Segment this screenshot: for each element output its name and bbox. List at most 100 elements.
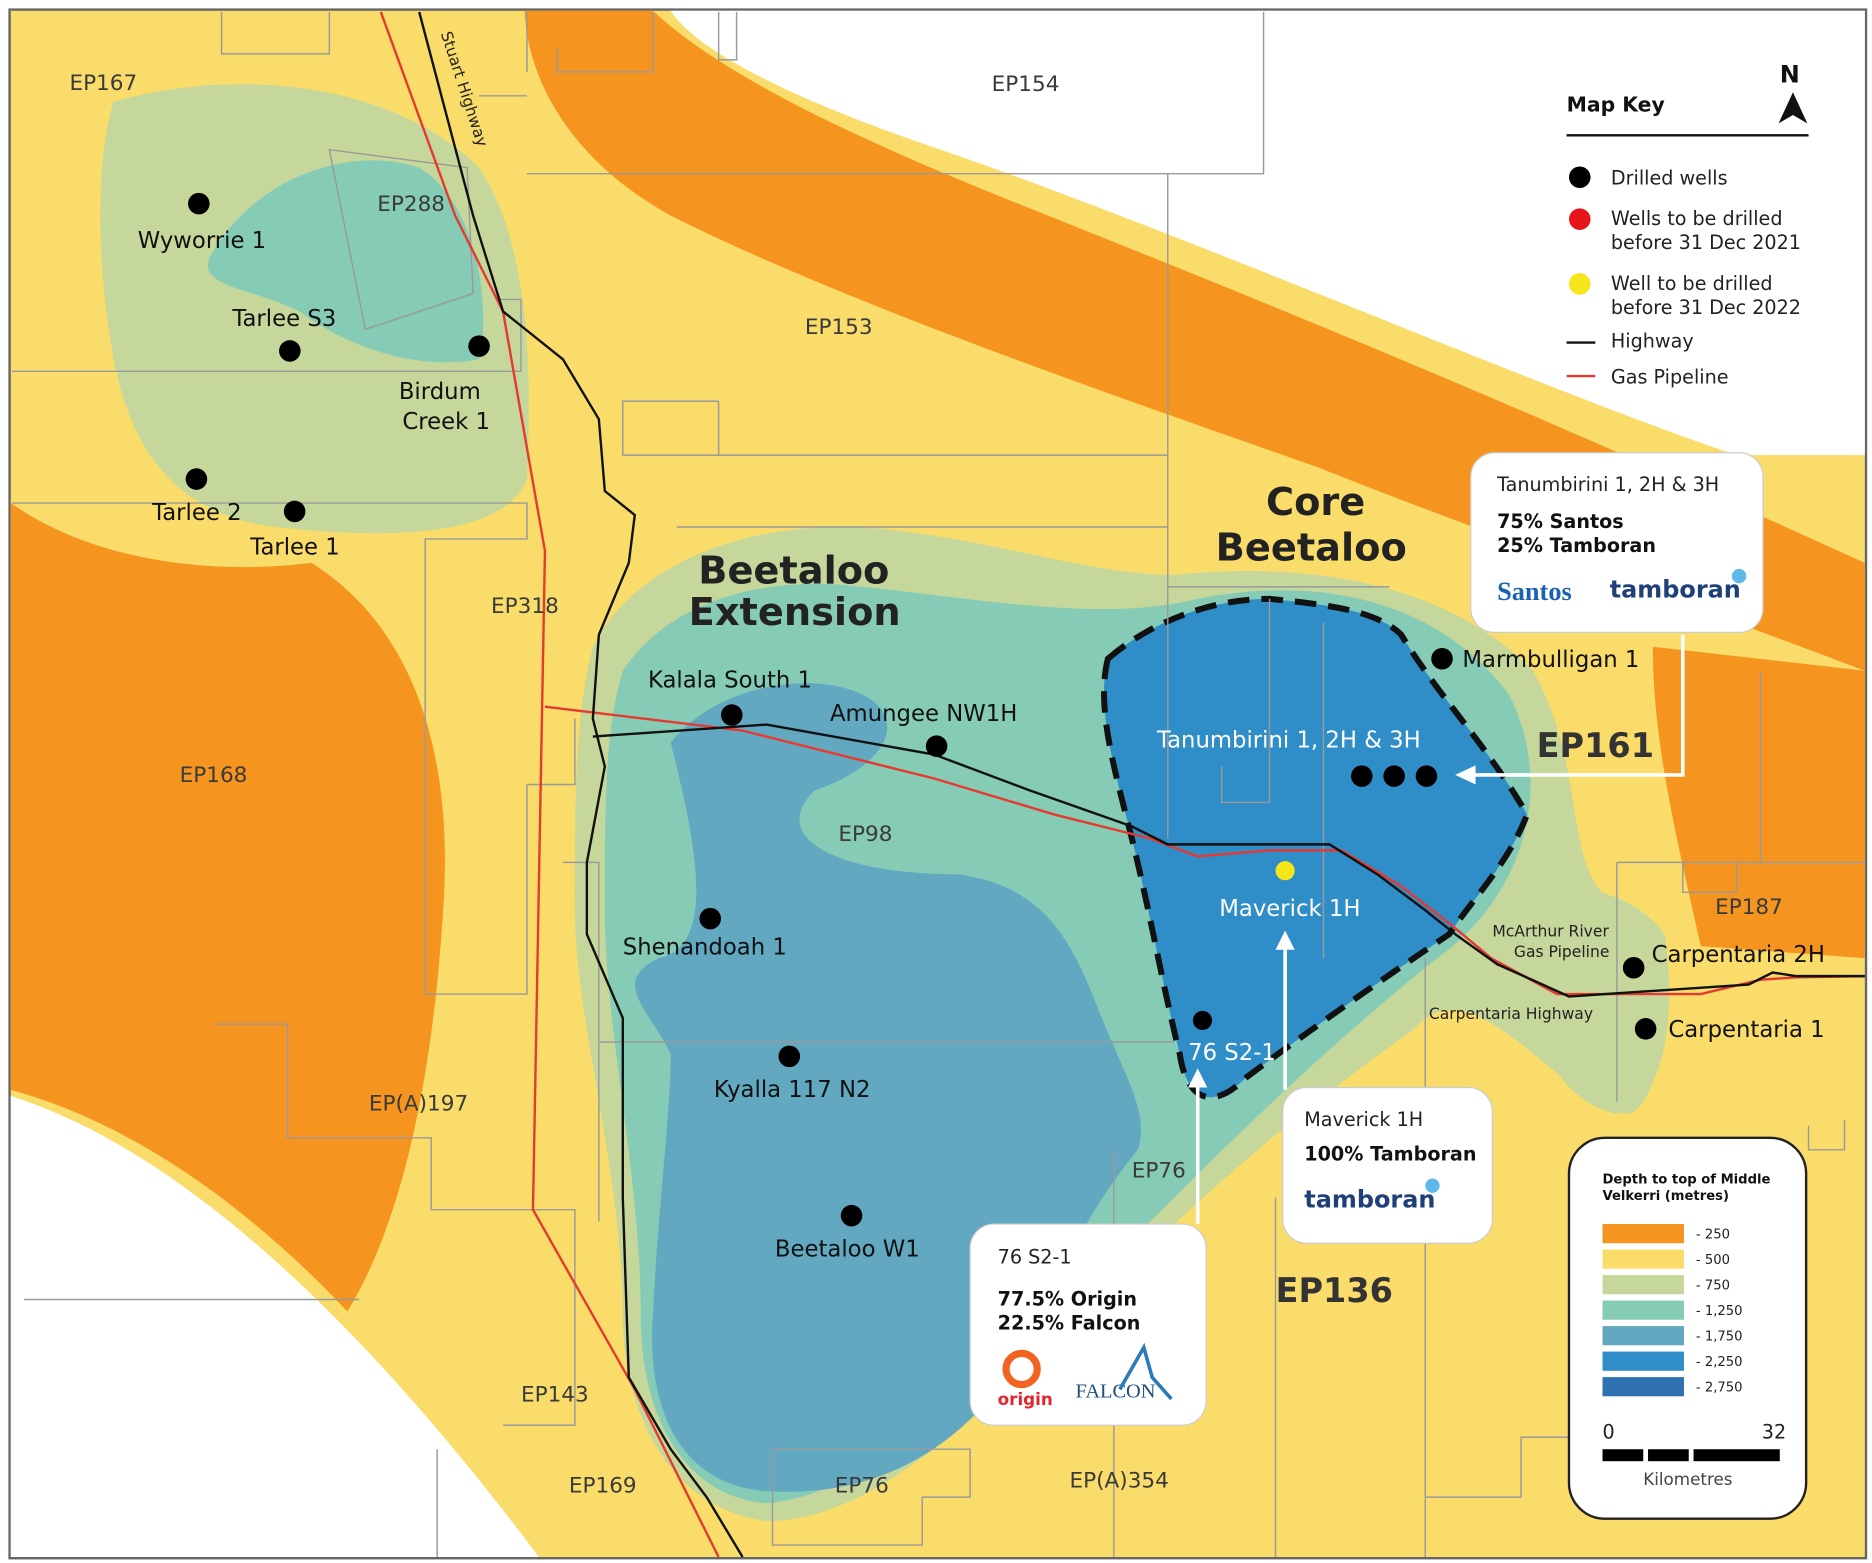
well-label: Carpentaria 2H bbox=[1652, 942, 1825, 968]
legend-label: - 2,750 bbox=[1696, 1380, 1743, 1395]
legend-swatch bbox=[1602, 1351, 1684, 1371]
block-label: EP76 bbox=[1132, 1158, 1186, 1183]
drilled-well-marker[interactable] bbox=[1431, 647, 1453, 670]
key-label: Well to be drilled bbox=[1611, 272, 1773, 295]
legend-label: - 1,750 bbox=[1696, 1329, 1743, 1344]
planned-2022-well-key-icon bbox=[1568, 273, 1591, 295]
well-label: Creek 1 bbox=[402, 409, 490, 435]
drilled-well-marker[interactable] bbox=[699, 907, 722, 930]
well-label: 76 S2-1 bbox=[1188, 1040, 1276, 1066]
tamboran-logo: tamboran bbox=[1304, 1185, 1435, 1213]
block-label: EP168 bbox=[180, 763, 248, 788]
scale-bar-segment bbox=[1602, 1449, 1644, 1462]
block-label: EP143 bbox=[521, 1382, 589, 1407]
drilled-well-marker[interactable] bbox=[1634, 1018, 1657, 1040]
region-beetaloo-extension: Extension bbox=[689, 590, 901, 635]
block-label: EP187 bbox=[1715, 895, 1783, 920]
drilled-well-marker[interactable] bbox=[1351, 765, 1373, 787]
region-core-beetaloo: Beetaloo bbox=[1216, 526, 1407, 571]
mcarthur-pipeline-label: McArthur River bbox=[1492, 923, 1609, 941]
depth-zone-1250-west bbox=[207, 160, 484, 363]
drilled-well-marker[interactable] bbox=[283, 500, 306, 523]
origin-logo: origin bbox=[998, 1389, 1053, 1409]
block-label: EP98 bbox=[838, 822, 892, 847]
origin-logo-ring bbox=[1002, 1349, 1041, 1389]
santos-logo: Santos bbox=[1497, 577, 1572, 606]
well-label: Tarlee S3 bbox=[231, 306, 336, 332]
well-label: Kalala South 1 bbox=[648, 667, 812, 693]
callout-title: Tanumbirini 1, 2H & 3H bbox=[1496, 473, 1719, 496]
legend-label: - 2,250 bbox=[1696, 1355, 1743, 1370]
tamboran-logo-dot bbox=[1731, 568, 1747, 584]
well-label: Beetaloo W1 bbox=[775, 1236, 920, 1262]
white-area-top-right bbox=[670, 10, 1865, 456]
legend-label: - 250 bbox=[1696, 1227, 1730, 1242]
well-label: Shenandoah 1 bbox=[623, 935, 787, 961]
legend-swatch bbox=[1602, 1224, 1684, 1244]
well-label: Maverick 1H bbox=[1219, 896, 1360, 922]
map-key: Map Key N Drilled wells Wells to be dril… bbox=[1567, 61, 1809, 388]
drilled-well-marker[interactable] bbox=[925, 735, 948, 757]
north-label: N bbox=[1780, 61, 1800, 89]
drilled-well-marker[interactable] bbox=[468, 335, 490, 357]
depth-zone-2250-core bbox=[1103, 598, 1528, 1098]
depth-zone-250-left bbox=[10, 503, 445, 1312]
drilled-well-marker[interactable] bbox=[1383, 765, 1405, 787]
legend-title: Velkerri (metres) bbox=[1603, 1189, 1729, 1204]
stuart-highway bbox=[418, 11, 1865, 1558]
key-label: Drilled wells bbox=[1611, 166, 1728, 189]
drilled-well-marker[interactable] bbox=[188, 192, 210, 215]
drilled-well-marker[interactable] bbox=[1415, 765, 1438, 787]
block-label: EP(A)197 bbox=[369, 1091, 468, 1116]
arrowhead bbox=[1188, 1068, 1208, 1088]
key-label: Gas Pipeline bbox=[1611, 365, 1729, 388]
key-label: Wells to be drilled bbox=[1611, 207, 1783, 230]
drilled-well-marker[interactable] bbox=[721, 704, 743, 726]
north-arrow-icon bbox=[1778, 92, 1808, 124]
callout-title: 76 S2-1 bbox=[998, 1246, 1072, 1269]
depth-zone-750-east bbox=[1509, 889, 1670, 1114]
well-label: Marmbulligan 1 bbox=[1462, 647, 1639, 673]
legend-swatch bbox=[1602, 1326, 1684, 1346]
drilled-well-marker[interactable] bbox=[1622, 956, 1645, 979]
well-label: Birdum bbox=[399, 379, 481, 405]
block-label-ep161: EP161 bbox=[1537, 726, 1654, 765]
drilled-well-marker[interactable] bbox=[279, 340, 301, 362]
callout-76s2: 76 S2-1 77.5% Origin 22.5% Falcon origin… bbox=[969, 1223, 1207, 1426]
legend-swatch bbox=[1602, 1275, 1684, 1295]
key-label: before 31 Dec 2022 bbox=[1611, 296, 1801, 319]
callout-title: Maverick 1H bbox=[1304, 1108, 1423, 1131]
drilled-well-marker[interactable] bbox=[185, 468, 208, 490]
core-beetaloo-boundary bbox=[1101, 595, 1531, 1100]
block-label: EP76 bbox=[835, 1473, 889, 1498]
depth-zone-250-right bbox=[1652, 646, 1865, 959]
depth-legend: Depth to top of Middle Velkerri (metres)… bbox=[1567, 1136, 1808, 1520]
block-label: EP288 bbox=[377, 192, 445, 217]
drilled-well-marker[interactable] bbox=[1192, 1010, 1213, 1031]
well-label: Carpentaria 1 bbox=[1668, 1017, 1824, 1043]
callout-maverick: Maverick 1H 100% Tamboran tamboran bbox=[1282, 1086, 1493, 1244]
callout-share: 22.5% Falcon bbox=[998, 1311, 1141, 1334]
tamboran-logo-dot bbox=[1425, 1178, 1440, 1193]
legend-swatch bbox=[1602, 1300, 1684, 1320]
callout-share: 100% Tamboran bbox=[1304, 1143, 1476, 1166]
mcarthur-pipeline-label: Gas Pipeline bbox=[1514, 943, 1610, 961]
block-label-ep136: EP136 bbox=[1276, 1271, 1393, 1310]
drilled-well-marker[interactable] bbox=[778, 1045, 801, 1068]
key-label: Highway bbox=[1611, 329, 1694, 352]
planned-2022-well-marker[interactable] bbox=[1275, 861, 1295, 881]
callout-tanumbirini: Tanumbirini 1, 2H & 3H 75% Santos 25% Ta… bbox=[1470, 452, 1764, 633]
carpentaria-highway-label: Carpentaria Highway bbox=[1429, 1005, 1593, 1023]
legend-label: - 750 bbox=[1696, 1278, 1730, 1293]
scale-bar-segment bbox=[1693, 1449, 1780, 1462]
scale-min: 0 bbox=[1603, 1420, 1615, 1443]
tamboran-logo: tamboran bbox=[1610, 576, 1741, 604]
planned-2021-well-key-icon bbox=[1568, 208, 1591, 230]
white-area-bottom-left bbox=[10, 1095, 539, 1558]
region-beetaloo-extension: Beetaloo bbox=[698, 548, 889, 593]
legend-label: - 500 bbox=[1696, 1253, 1730, 1268]
scale-max: 32 bbox=[1762, 1420, 1786, 1443]
callout-arrow-tanumbirini bbox=[1463, 634, 1685, 777]
drilled-well-marker[interactable] bbox=[840, 1204, 863, 1227]
